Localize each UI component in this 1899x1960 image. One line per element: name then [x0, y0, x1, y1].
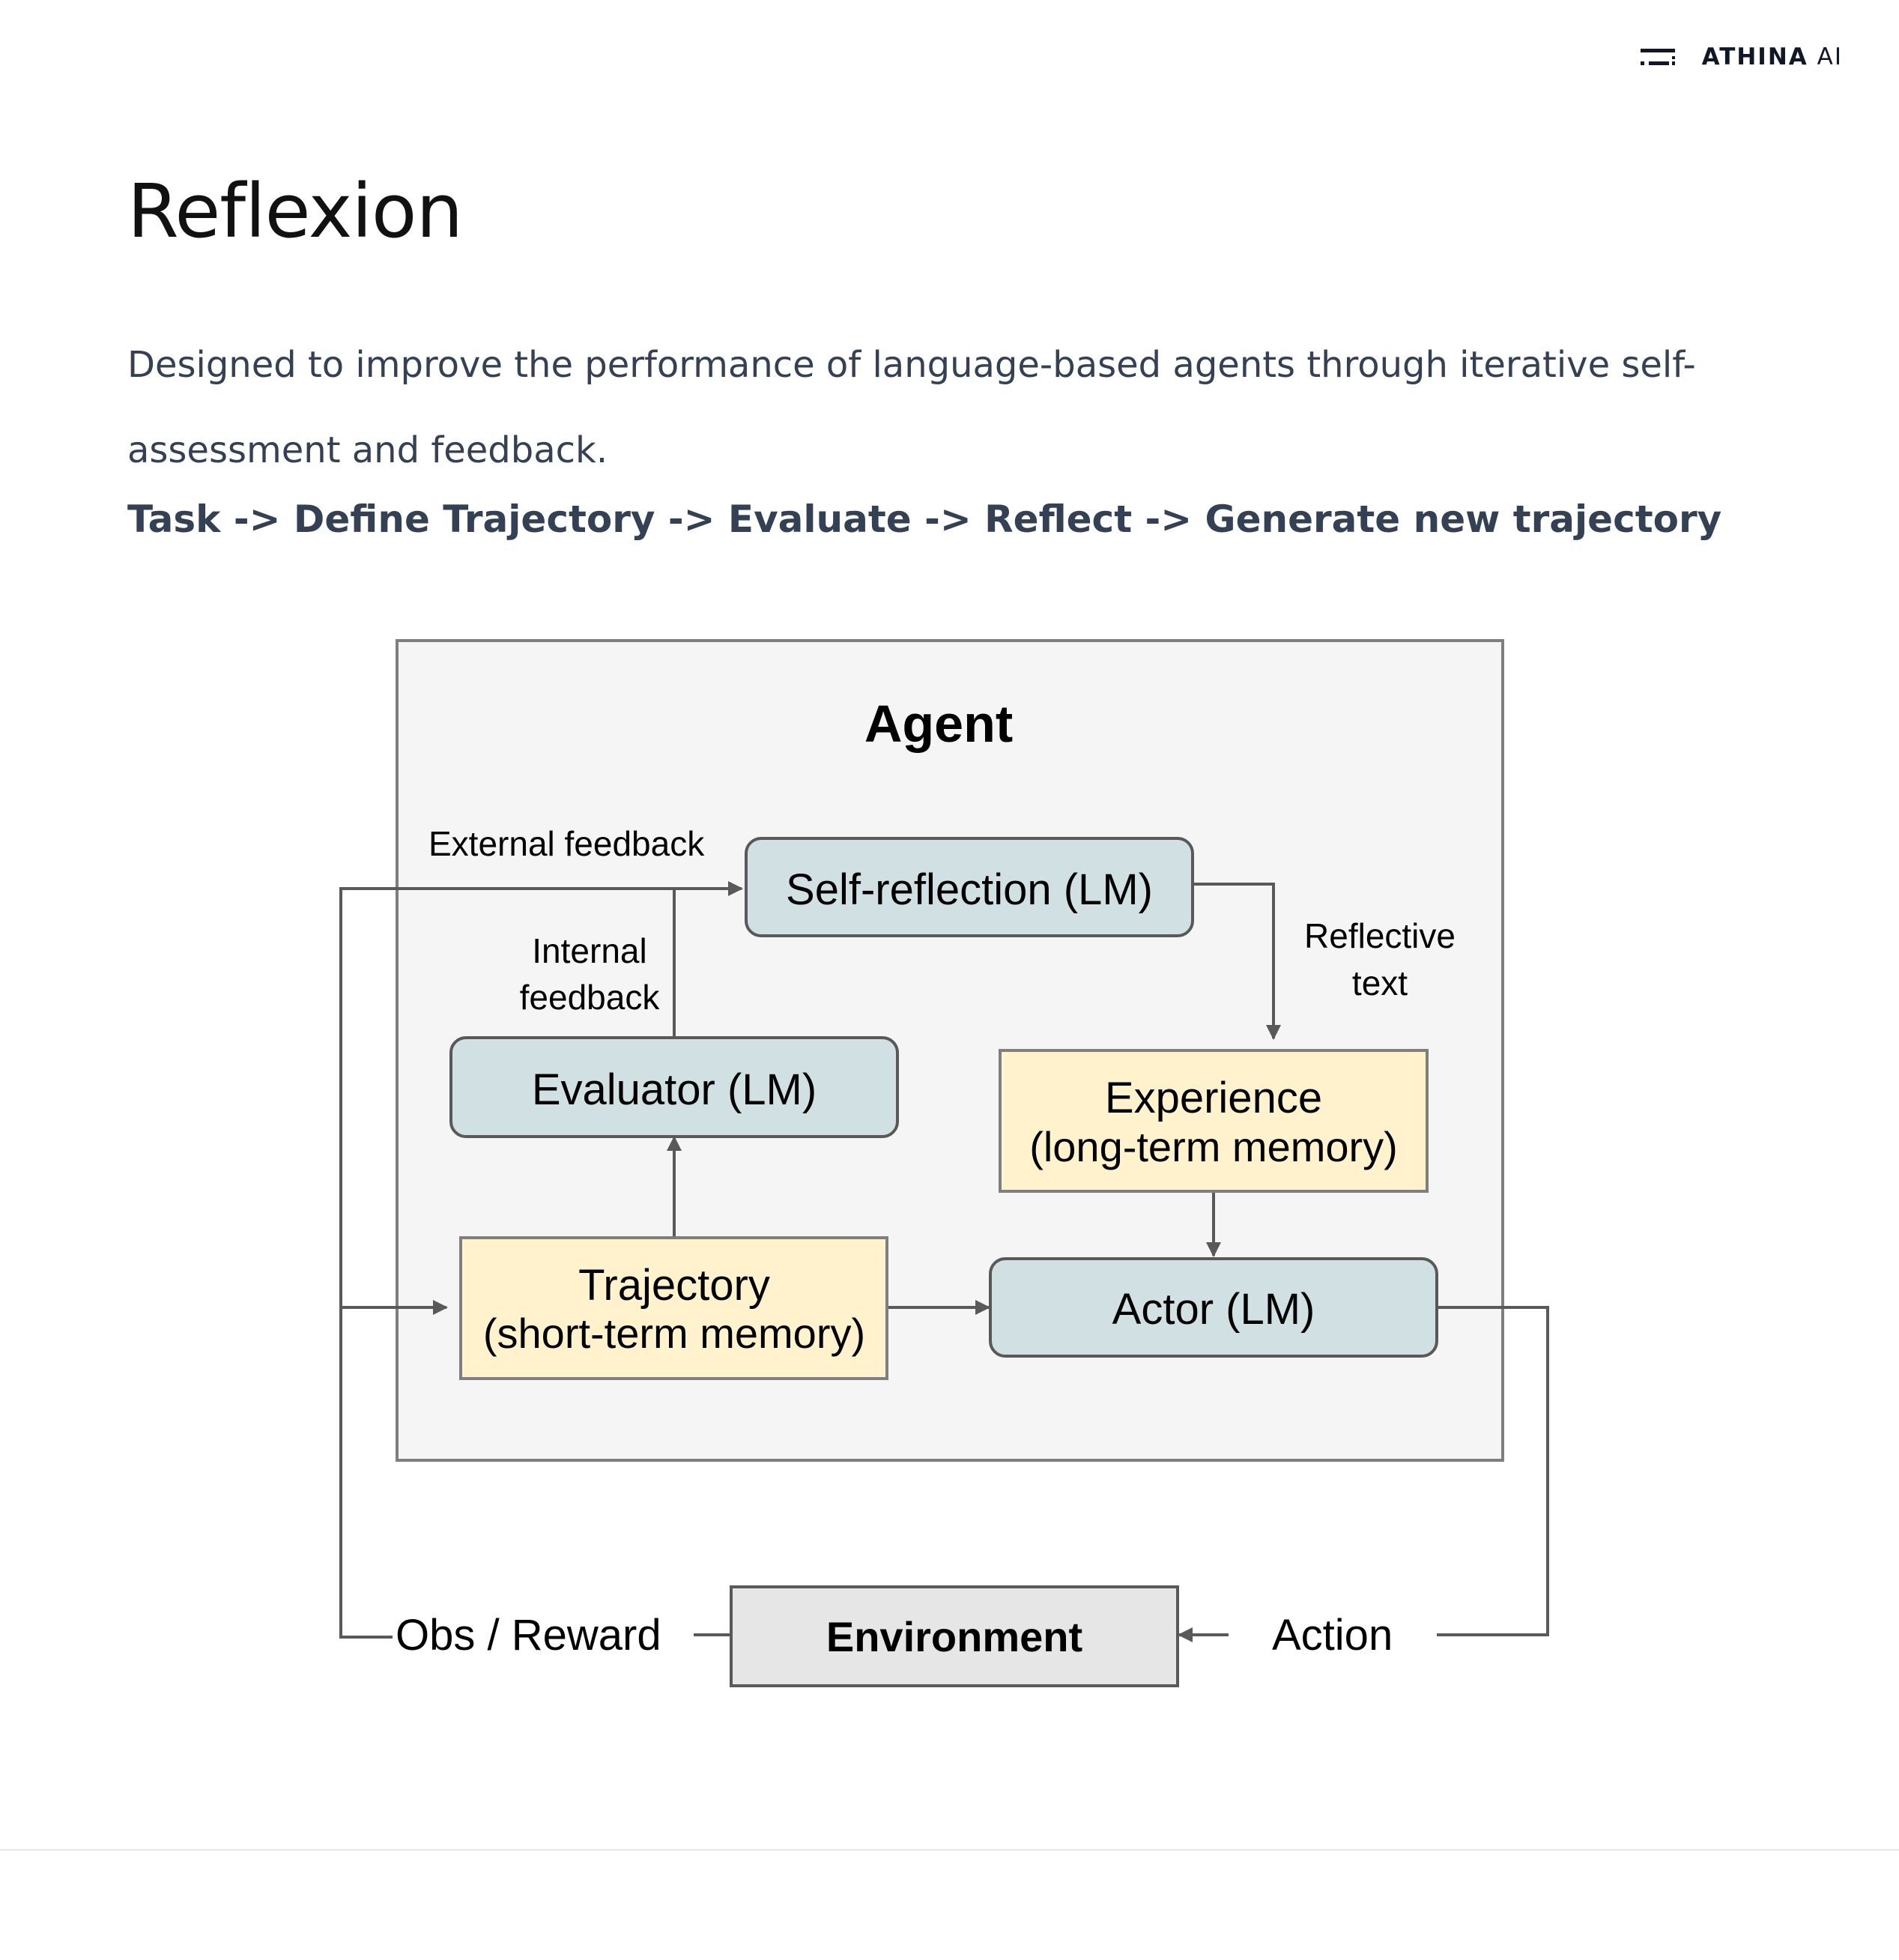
description-text: Designed to improve the performance of l…	[127, 344, 1696, 471]
trajectory-label: Trajectory	[578, 1261, 770, 1310]
experience-sublabel: (long-term memory)	[1029, 1123, 1398, 1170]
reflective-text-edge	[1193, 883, 1281, 1040]
self-reflection-label: Self-reflection (LM)	[786, 865, 1153, 914]
reflective-text-sublabel: text	[1352, 964, 1408, 1002]
trajectory-node	[459, 1236, 888, 1380]
agent-label: Agent	[864, 695, 1013, 753]
external-feedback-label: External feedback	[428, 824, 705, 863]
internal-feedback-sublabel: feedback	[520, 978, 661, 1017]
external-feedback-edge	[339, 881, 743, 1639]
page-title: Reflexion	[127, 169, 463, 255]
evaluator-node	[449, 1036, 899, 1138]
brand-name: ATHINA	[1701, 43, 1808, 70]
actor-node	[989, 1257, 1438, 1358]
actor-label: Actor (LM)	[1112, 1285, 1315, 1334]
brand-logo[interactable]: ATHINA AI	[1639, 43, 1843, 70]
self-reflection-node	[745, 837, 1194, 937]
brand-suffix: AI	[1817, 43, 1843, 70]
process-flow-text: Task -> Define Trajectory -> Evaluate ->…	[127, 497, 1722, 541]
environment-node	[730, 1585, 1179, 1687]
footer-divider	[0, 1849, 1899, 1851]
internal-feedback-label: Internal	[532, 931, 646, 970]
experience-label: Experience	[1105, 1074, 1322, 1122]
reflective-text-label: Reflective	[1304, 916, 1456, 955]
action-label: Action	[1272, 1611, 1393, 1660]
trajectory-sublabel: (short-term memory)	[483, 1310, 865, 1357]
evaluator-label: Evaluator (LM)	[532, 1065, 817, 1114]
environment-label: Environment	[826, 1613, 1082, 1660]
brand-wordmark: ATHINA AI	[1702, 43, 1843, 70]
obs-reward-label: Obs / Reward	[396, 1611, 661, 1660]
experience-node	[999, 1049, 1429, 1193]
athina-logo-icon	[1640, 49, 1675, 65]
actor-to-action-edge	[1437, 1306, 1549, 1636]
